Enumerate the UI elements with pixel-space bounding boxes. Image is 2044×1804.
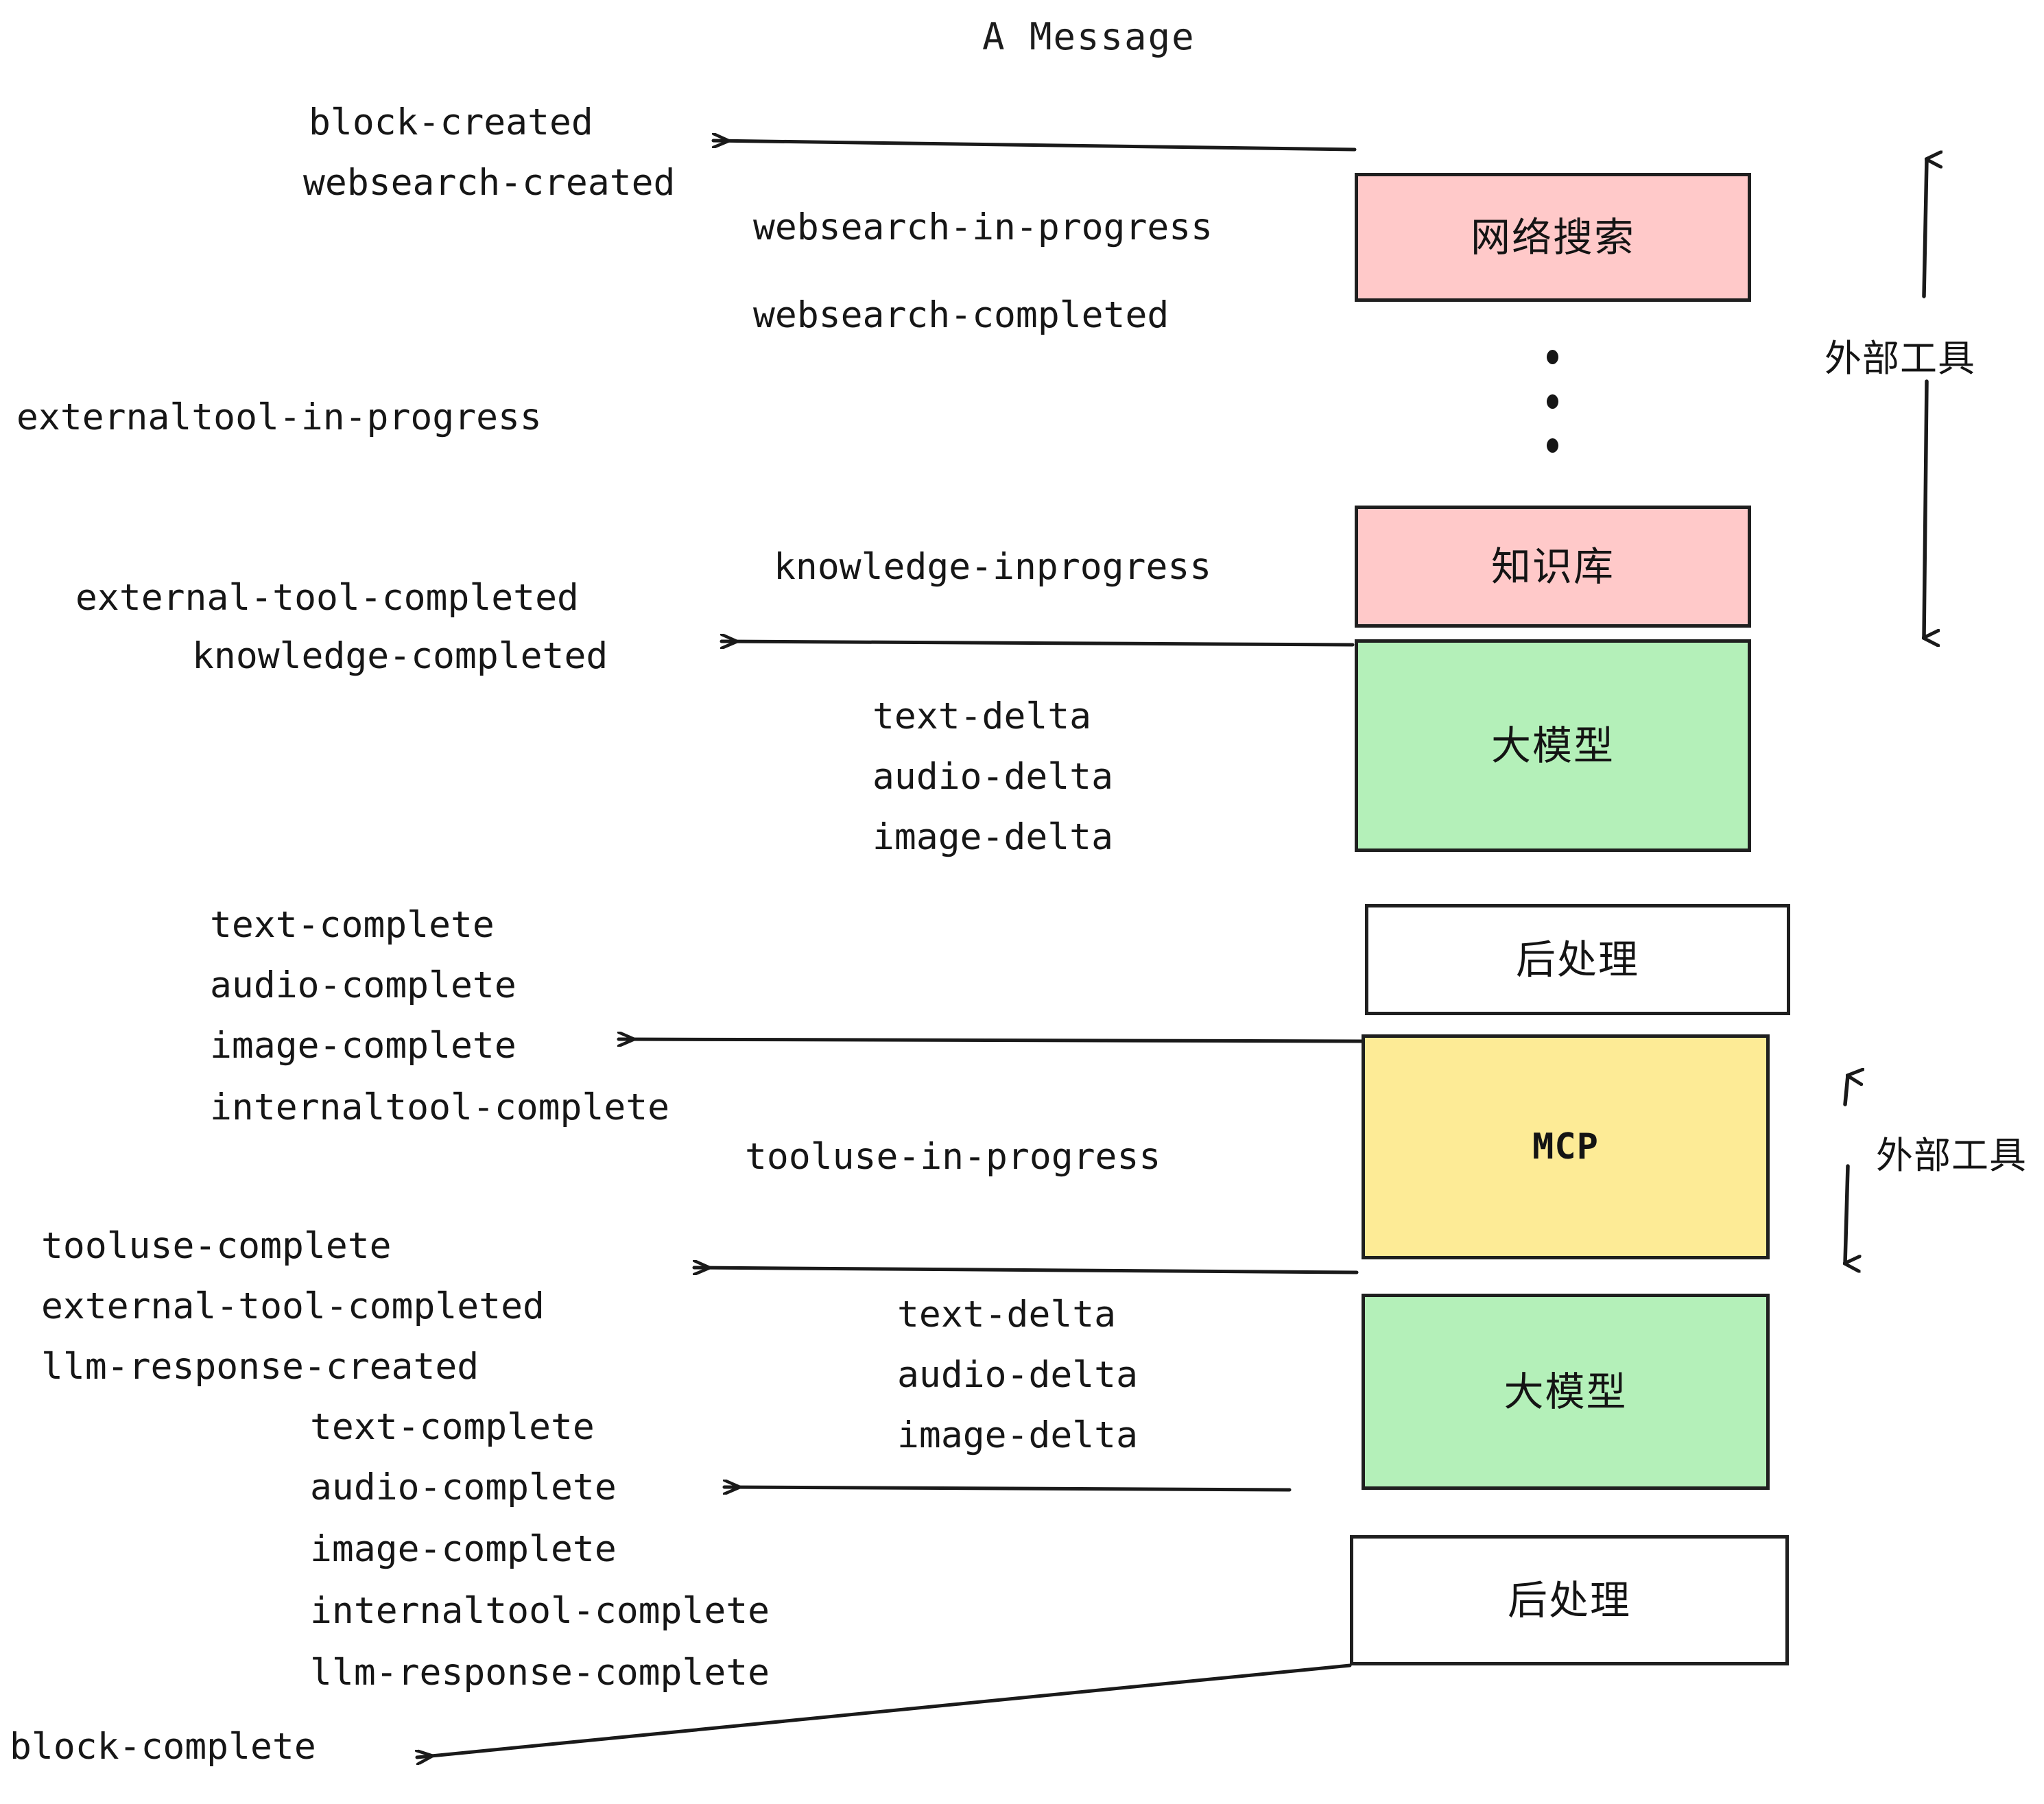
event-label-text-delta-1: text-delta: [872, 696, 1092, 737]
process-box-label: 网络搜索: [1470, 214, 1635, 261]
ellipsis-dot-icon: [1547, 394, 1558, 409]
event-label-internaltool-complete-1: internaltool-complete: [210, 1087, 670, 1128]
process-box-postprocess-1: 后处理: [1365, 904, 1790, 1015]
process-box-llm-1: 大模型: [1355, 639, 1751, 852]
external-tools-bottom-down-arrow-icon: [1845, 1164, 1848, 1263]
ellipsis-dot-icon: [1547, 350, 1558, 364]
event-label-text-delta-2: text-delta: [897, 1294, 1117, 1336]
event-label-websearch-in-progress: websearch-in-progress: [753, 206, 1213, 248]
process-box-label: 后处理: [1515, 936, 1639, 983]
event-label-knowledge-completed: knowledge-completed: [192, 635, 608, 677]
arrow-mcp-to-tooluse: [692, 1268, 1359, 1272]
arrow-llm2-to-audio: [722, 1487, 1292, 1490]
process-box-label: 大模型: [1490, 722, 1615, 769]
side-label-external-tools-bottom: 外部工具: [1876, 1134, 2027, 1177]
event-label-block-complete: block-complete: [10, 1726, 316, 1768]
event-label-external-tool-completed-2: external-tool-completed: [41, 1285, 545, 1327]
event-label-external-tool-completed-1: external-tool-completed: [75, 577, 579, 619]
diagram-title: A Message: [982, 15, 1196, 58]
event-label-llm-response-created: llm-response-created: [41, 1346, 479, 1388]
event-label-websearch-completed: websearch-completed: [753, 294, 1169, 336]
event-label-llm-response-complete: llm-response-complete: [310, 1652, 770, 1694]
event-label-text-complete-2: text-complete: [310, 1406, 595, 1448]
event-label-image-complete-1: image-complete: [210, 1025, 516, 1067]
event-label-audio-delta-1: audio-delta: [872, 756, 1113, 798]
process-box-label: 后处理: [1507, 1577, 1631, 1624]
arrow-knowledge-to-completed: [720, 641, 1355, 645]
vertical-ellipsis-icon: [1547, 350, 1558, 453]
side-label-external-tools-top: 外部工具: [1825, 337, 1975, 380]
external-tools-top-down-arrow-icon: [1924, 379, 1927, 638]
process-box-label: 大模型: [1504, 1368, 1628, 1415]
process-box-postprocess-2: 后处理: [1350, 1535, 1789, 1665]
external-tools-bottom-up-arrow-icon: [1843, 1076, 1848, 1106]
process-box-llm-2: 大模型: [1362, 1294, 1770, 1490]
ellipsis-dot-icon: [1547, 438, 1558, 453]
event-label-image-delta-2: image-delta: [897, 1414, 1138, 1456]
external-tools-top-up-arrow-icon: [1922, 159, 1927, 298]
event-label-websearch-created: websearch-created: [303, 162, 676, 204]
event-label-knowledge-inprogress: knowledge-inprogress: [774, 546, 1212, 588]
event-label-internaltool-complete-2: internaltool-complete: [310, 1590, 770, 1632]
arrow-websearch-to-created: [711, 141, 1357, 152]
event-label-audio-delta-2: audio-delta: [897, 1354, 1138, 1396]
process-box-knowledge: 知识库: [1355, 506, 1751, 628]
event-label-audio-complete-1: audio-complete: [210, 964, 516, 1006]
process-box-label: 知识库: [1490, 543, 1615, 590]
event-label-block-created: block-created: [309, 102, 593, 143]
process-box-websearch: 网络搜索: [1355, 173, 1751, 302]
event-label-tooluse-complete: tooluse-complete: [41, 1225, 392, 1267]
event-label-image-complete-2: image-complete: [310, 1528, 617, 1570]
process-box-mcp: MCP: [1362, 1034, 1770, 1259]
event-label-tooluse-in-progress: tooluse-in-progress: [745, 1136, 1161, 1178]
event-label-image-delta-1: image-delta: [872, 816, 1113, 858]
event-label-text-complete-1: text-complete: [210, 904, 495, 946]
event-label-audio-complete-2: audio-complete: [310, 1467, 617, 1508]
arrow-postprocess1-to-image: [617, 1039, 1367, 1041]
process-box-label: MCP: [1532, 1126, 1599, 1167]
event-label-externaltool-in-progress: externaltool-in-progress: [16, 396, 542, 438]
